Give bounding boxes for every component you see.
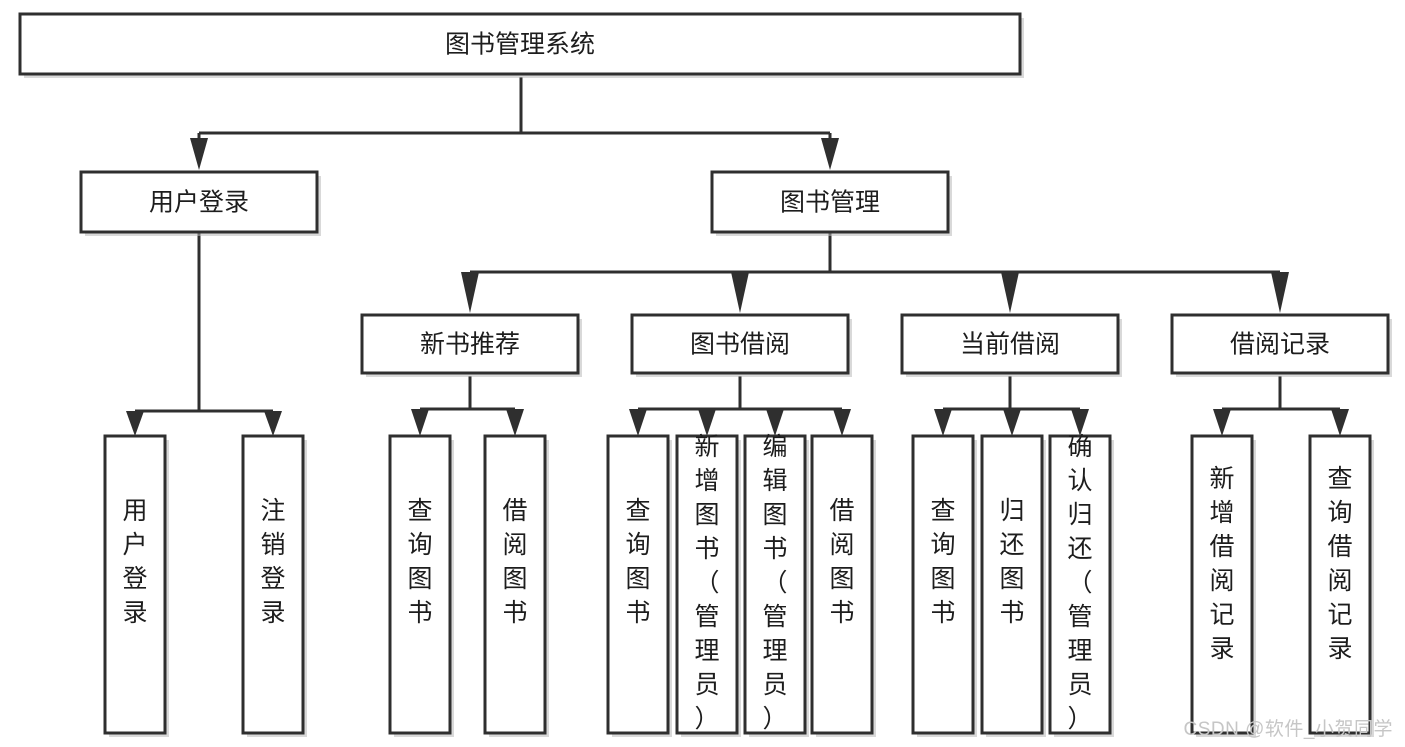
node-leaf-confirm-return-box[interactable]: [1048, 434, 1112, 735]
arrow-to-leaf-logout-login: [264, 411, 282, 436]
node-leaf-borrow-book-2-label: 借阅图书: [829, 497, 854, 627]
node-leaf-return-book-label: 归还图书: [999, 497, 1024, 627]
arrow-to-book-borrow: [731, 272, 749, 313]
arrow-root-to-user-login: [190, 138, 208, 170]
arrow-to-leaf-edit-book: [766, 409, 784, 436]
node-leaf-return-book-box[interactable]: [980, 434, 1044, 735]
node-leaf-query-record-box[interactable]: [1308, 434, 1372, 735]
arrow-to-leaf-borrow-book-2: [833, 409, 851, 436]
node-current-borrow-label: 当前借阅: [960, 331, 1060, 359]
node-root[interactable]: 图书管理系统: [18, 12, 1024, 78]
node-leaf-logout-login[interactable]: 注销登录: [241, 434, 307, 737]
node-new-book-rec-label: 新书推荐: [420, 331, 520, 359]
node-current-borrow[interactable]: 当前借阅: [900, 313, 1122, 377]
node-leaf-query-book-1-box[interactable]: [388, 434, 452, 735]
arrow-to-leaf-query-book-2: [629, 409, 647, 436]
node-book-borrow-label: 图书借阅: [690, 331, 790, 359]
node-leaf-add-book[interactable]: 新增图书（管理员）: [675, 433, 741, 737]
node-leaf-add-book-label: 新增图书（管理员）: [694, 433, 719, 733]
node-book-manage[interactable]: 图书管理: [710, 170, 952, 236]
node-leaf-query-book-3-box[interactable]: [911, 434, 975, 735]
node-leaf-query-record[interactable]: 查询借阅记录: [1308, 434, 1374, 737]
node-leaf-query-book-3[interactable]: 查询图书: [911, 434, 977, 737]
node-book-borrow-box[interactable]: [630, 313, 850, 375]
node-borrow-record-box[interactable]: [1170, 313, 1390, 375]
arrow-to-new-book-rec: [461, 272, 479, 313]
node-leaf-edit-book-box[interactable]: [743, 434, 807, 735]
node-leaf-query-record-label: 查询借阅记录: [1327, 465, 1352, 663]
node-leaf-edit-book-label: 编辑图书（管理员）: [762, 433, 787, 733]
node-book-borrow[interactable]: 图书借阅: [630, 313, 852, 377]
node-leaf-user-login-box[interactable]: [103, 434, 167, 735]
node-leaf-borrow-book-1-label: 借阅图书: [502, 497, 527, 627]
node-new-book-rec[interactable]: 新书推荐: [360, 313, 582, 377]
node-leaf-add-record-box[interactable]: [1190, 434, 1254, 735]
node-leaf-confirm-return[interactable]: 确认归还（管理员）: [1048, 433, 1114, 737]
node-current-borrow-box[interactable]: [900, 313, 1120, 375]
node-leaf-add-book-box[interactable]: [675, 434, 739, 735]
node-borrow-record-label: 借阅记录: [1230, 331, 1330, 359]
node-leaf-user-login-label: 用户登录: [122, 497, 147, 627]
arrow-to-leaf-user-login: [126, 411, 144, 436]
arrow-to-leaf-query-book-1: [411, 409, 429, 436]
node-leaf-edit-book[interactable]: 编辑图书（管理员）: [743, 433, 809, 737]
node-leaf-borrow-book-2[interactable]: 借阅图书: [810, 434, 876, 737]
node-leaf-confirm-return-label: 确认归还（管理员）: [1067, 433, 1092, 733]
node-leaf-return-book[interactable]: 归还图书: [980, 434, 1046, 737]
connector-layer: [126, 77, 1349, 436]
arrow-to-leaf-add-book: [698, 409, 716, 436]
node-root-label: 图书管理系统: [445, 31, 595, 59]
arrow-to-current-borrow: [1001, 272, 1019, 313]
node-leaf-logout-login-box[interactable]: [241, 434, 305, 735]
node-leaf-logout-login-label: 注销登录: [260, 497, 285, 627]
node-borrow-record[interactable]: 借阅记录: [1170, 313, 1392, 377]
node-leaf-user-login[interactable]: 用户登录: [103, 434, 169, 737]
node-book-manage-box[interactable]: [710, 170, 950, 234]
node-leaf-add-record[interactable]: 新增借阅记录: [1190, 434, 1256, 737]
arrow-to-leaf-add-record: [1213, 409, 1231, 436]
node-leaf-borrow-book-2-box[interactable]: [810, 434, 874, 735]
arrow-to-leaf-query-record: [1331, 409, 1349, 436]
node-user-login-label: 用户登录: [149, 189, 249, 217]
arrow-to-leaf-confirm-return: [1071, 409, 1089, 436]
node-leaf-query-book-1-label: 查询图书: [407, 497, 432, 627]
node-root-box[interactable]: [18, 12, 1022, 76]
node-leaf-add-record-label: 新增借阅记录: [1209, 465, 1234, 663]
arrow-root-to-book-manage: [821, 138, 839, 170]
arrow-to-leaf-return-book: [1003, 409, 1021, 436]
arrow-to-borrow-record: [1271, 272, 1289, 313]
node-user-login-box[interactable]: [79, 170, 319, 234]
node-leaf-query-book-2-box[interactable]: [606, 434, 670, 735]
csdn-watermark: CSDN @软件_小贺同学: [1183, 719, 1393, 740]
node-user-login[interactable]: 用户登录: [79, 170, 321, 236]
node-leaf-borrow-book-1[interactable]: 借阅图书: [483, 434, 549, 737]
node-book-manage-label: 图书管理: [780, 189, 880, 217]
node-leaf-query-book-3-label: 查询图书: [930, 497, 955, 627]
arrow-to-leaf-query-book-3: [934, 409, 952, 436]
arrow-to-leaf-borrow-book-1: [506, 409, 524, 436]
node-new-book-rec-box[interactable]: [360, 313, 580, 375]
node-leaf-borrow-book-1-box[interactable]: [483, 434, 547, 735]
node-leaf-query-book-2[interactable]: 查询图书: [606, 434, 672, 737]
node-leaf-query-book-1[interactable]: 查询图书: [388, 434, 454, 737]
node-leaf-query-book-2-label: 查询图书: [625, 497, 650, 627]
